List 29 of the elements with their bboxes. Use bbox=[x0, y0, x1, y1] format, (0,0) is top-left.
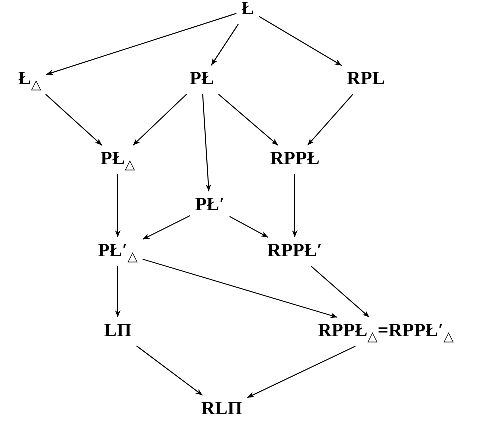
arrow bbox=[211, 24, 239, 66]
node-label: RPPŁ′ bbox=[266, 240, 324, 264]
arrow bbox=[218, 94, 279, 146]
node-label: RPL bbox=[345, 68, 387, 92]
node-label: Ł$_{△}$ bbox=[16, 68, 44, 92]
arrow bbox=[115, 266, 121, 318]
arrow bbox=[310, 266, 370, 318]
arrow bbox=[247, 346, 356, 398]
node-label: LΠ bbox=[102, 320, 134, 344]
arrow bbox=[142, 258, 338, 318]
node-label: RLΠ bbox=[199, 398, 245, 422]
node-label: PŁ$_{△}$ bbox=[98, 148, 138, 172]
node-label: Ł bbox=[240, 0, 256, 22]
arrow bbox=[142, 215, 191, 240]
arrow bbox=[136, 346, 204, 396]
arrow bbox=[132, 94, 188, 146]
node-label: PŁ′ bbox=[193, 194, 227, 218]
arrow bbox=[45, 94, 103, 146]
arrow bbox=[202, 94, 212, 192]
arrow bbox=[229, 216, 269, 238]
arrow bbox=[307, 94, 354, 146]
node-label: RPPŁ$_{△}$=RPPŁ′$_{△}$ bbox=[316, 320, 456, 344]
node-label: PŁ bbox=[188, 68, 216, 92]
node-label: PŁ′$_{△}$ bbox=[96, 240, 140, 264]
arrow bbox=[115, 174, 121, 238]
node-label: RPPŁ bbox=[268, 148, 322, 172]
arrow bbox=[292, 174, 298, 238]
arrow bbox=[258, 16, 342, 66]
arrow bbox=[46, 13, 238, 76]
